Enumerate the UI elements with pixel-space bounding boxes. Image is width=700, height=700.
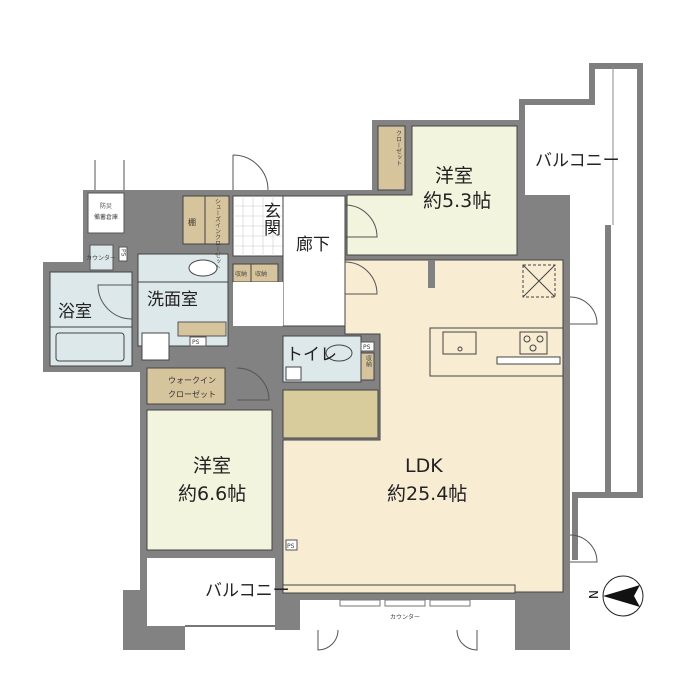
closet — [377, 125, 406, 191]
wash-basin — [188, 259, 218, 277]
bathroom-door[interactable] — [97, 284, 133, 320]
ps-label-2: PS — [192, 339, 200, 346]
bathtub — [55, 332, 125, 362]
kitchen-island[interactable] — [429, 327, 564, 377]
western-room-2-size: 約5.3帖 — [423, 190, 491, 212]
ldk-counter-label: カウンター — [390, 613, 420, 621]
ps-label-3: PS — [363, 344, 371, 351]
ldk-wall-stub — [428, 260, 435, 288]
ps-box-3 — [360, 341, 375, 352]
toilet-bowl — [325, 344, 353, 362]
stove — [519, 331, 548, 355]
ldk-windows — [339, 599, 471, 607]
closet-label: クローゼット — [395, 130, 402, 166]
ps-box-4 — [285, 539, 298, 551]
kitchen-sink — [442, 331, 477, 355]
ps-box-1 — [118, 246, 128, 262]
western-room-1 — [146, 409, 273, 551]
ps-label-4: PS — [287, 543, 295, 550]
storage-door[interactable] — [94, 160, 125, 190]
walk-in-closet-label-1: ウォークイン — [168, 376, 216, 385]
linen-storage — [177, 321, 227, 337]
ldk-door[interactable] — [344, 261, 378, 295]
western-room-1-size: 約6.6帖 — [178, 483, 246, 505]
ldk-storage-closet — [282, 389, 379, 439]
balcony-east-outline — [519, 63, 643, 560]
toilet-sink — [285, 366, 302, 381]
entrance-label: 玄関 — [260, 202, 280, 236]
western-room-2-name: 洋室 — [435, 165, 473, 187]
shelf-label: 棚 — [188, 217, 196, 227]
storage-b-label: 収納 — [255, 270, 267, 278]
disaster-storage-label-2: 備蓄倉庫 — [94, 213, 118, 221]
kitchen-counter-shelf — [496, 356, 561, 365]
balcony-south — [147, 560, 275, 626]
ceiling-hatch — [522, 264, 556, 298]
compass-arrow-icon — [603, 585, 640, 607]
toilet-label: トイレ — [286, 345, 337, 365]
walk-in-closet-label-2: クローゼット — [168, 389, 216, 399]
disaster-storage — [87, 192, 125, 234]
ldk-name: LDK — [405, 455, 443, 477]
western-room-2 — [346, 125, 518, 256]
ldk-counter — [282, 584, 516, 594]
sink-drain — [457, 346, 463, 352]
ldk-south-door-1[interactable] — [317, 629, 339, 651]
balcony-south-label: バルコニー — [205, 581, 290, 601]
ldk-south-door-2[interactable] — [456, 629, 478, 651]
compass-north-label: N — [587, 590, 601, 599]
stove-burners — [523, 335, 544, 352]
bath-counter — [89, 244, 114, 271]
compass: N — [587, 575, 644, 617]
ldk-east-door[interactable] — [569, 296, 598, 325]
hallway-side — [233, 282, 283, 326]
ldk-size: 約25.4帖 — [387, 483, 467, 505]
walk-in-closet — [146, 367, 226, 405]
ps-box-2 — [189, 336, 207, 347]
bathroom-label: 浴室 — [58, 302, 92, 322]
hallway-label: 廊下 — [296, 235, 330, 255]
bath-counter-label: カウンター — [86, 254, 116, 262]
ldk-east-door-2[interactable] — [569, 534, 598, 563]
ceiling-hatch-cross — [522, 264, 556, 298]
hallway — [282, 195, 346, 327]
shoes-closet — [204, 195, 230, 245]
disaster-storage-label-1: 防災 — [100, 202, 112, 210]
balcony-east-label: バルコニー — [535, 151, 620, 171]
western-room-2-door[interactable] — [344, 204, 378, 238]
shoes-closet-label: シューズインクローゼット — [214, 198, 221, 270]
western-room-1-name: 洋室 — [193, 455, 231, 477]
western-room-1-door[interactable] — [236, 367, 270, 401]
storage-a-label: 収納 — [235, 270, 247, 278]
washroom-label: 洗面室 — [147, 290, 198, 310]
front-door[interactable] — [232, 154, 269, 191]
washing-machine-pan — [141, 332, 170, 361]
entrance-tiles — [233, 196, 283, 256]
toilet-storage — [360, 352, 375, 381]
ps-label-1: PS — [120, 249, 127, 257]
toilet-storage-label: 収納 — [365, 355, 372, 368]
